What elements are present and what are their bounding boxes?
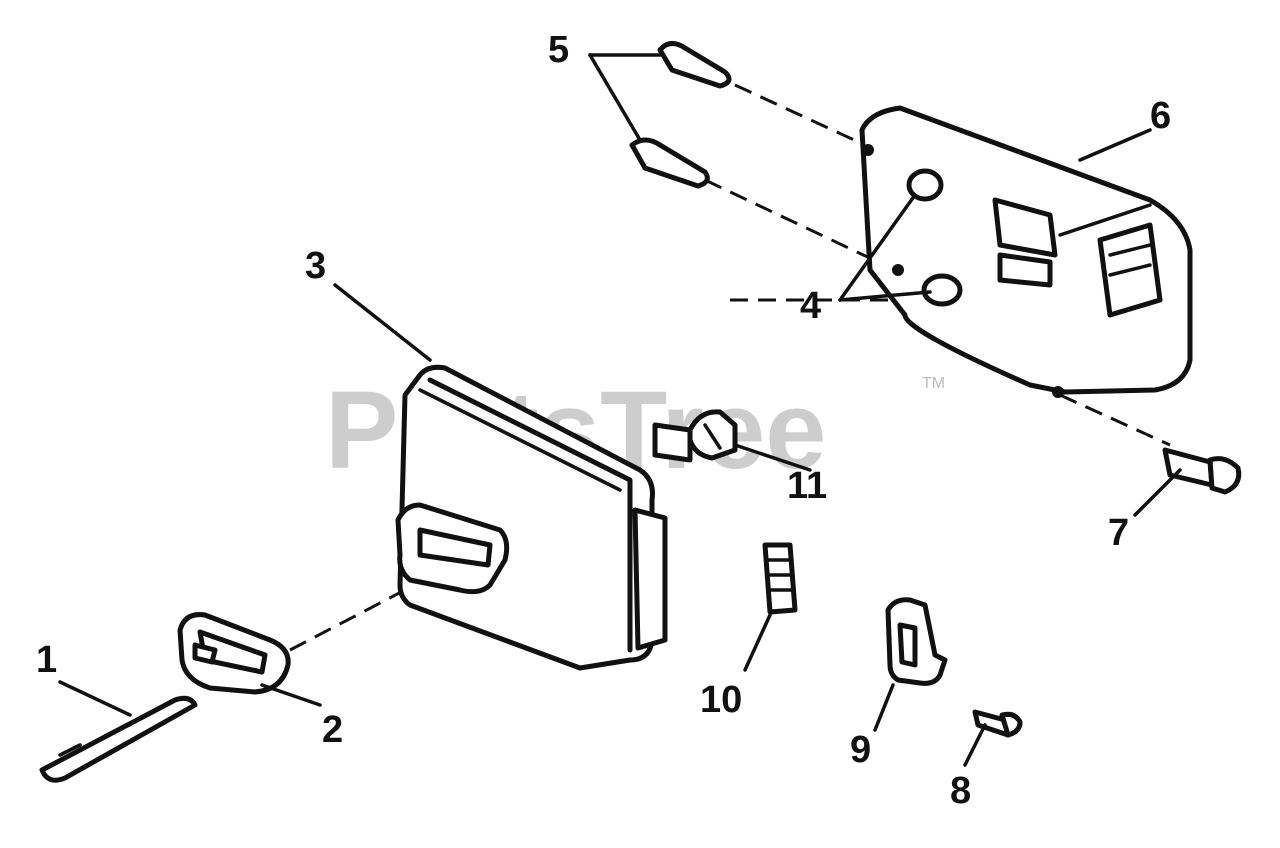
callout-6: 6 [1150,95,1171,137]
callout-11: 11 [787,465,827,507]
part-2-gasket [177,612,291,695]
part-3-muffler [395,364,693,671]
part-5-screws [629,41,732,189]
callout-5: 5 [548,29,569,71]
callout-2: 2 [322,709,343,751]
leader-lines [58,53,1182,767]
callout-3: 3 [305,245,326,287]
callout-4: 4 [800,285,821,327]
part-11-fitting [687,409,738,461]
watermark-tm: TM [922,375,945,392]
part-10-insert [762,542,798,615]
callout-7: 7 [1108,512,1129,554]
callout-10: 10 [700,679,742,721]
part-1-stud [39,695,198,783]
part-8-screw [972,709,1023,738]
callout-1: 1 [36,639,57,681]
callout-labels: 1 2 3 4 5 6 7 8 9 10 11 [36,29,1171,812]
part-6-heat-shield [859,105,1193,398]
part-9-bracket [885,597,948,686]
callout-9: 9 [850,729,871,771]
callout-8: 8 [950,770,971,812]
part-7-bolt [1162,447,1242,495]
assembly-dash-lines [289,83,1171,652]
